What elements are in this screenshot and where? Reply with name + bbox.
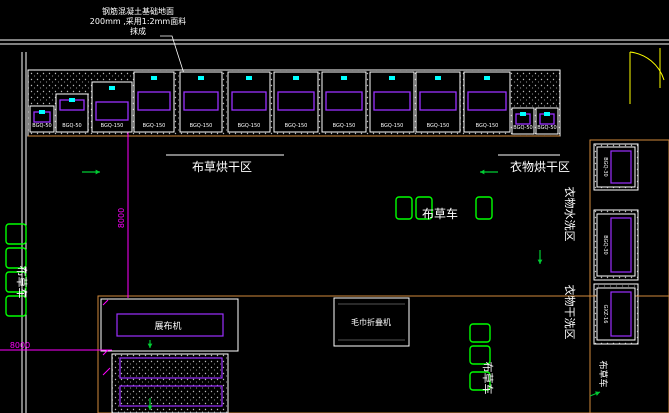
flow-arrow-6 [589, 391, 601, 397]
machine-right-2: BGQ-30 [596, 213, 636, 277]
machine-top-4: BGQ-150 [133, 71, 175, 133]
machine-right-1: BGQ-30 [596, 146, 636, 188]
machine-top-label-7: BGQ-150 [285, 123, 308, 129]
machine-top-9: BGQ-150 [369, 71, 415, 133]
machine-top-label-4: BGQ-150 [143, 123, 166, 129]
annotation-line-3: 抹成 [130, 26, 146, 36]
machine-top-12: BGQ-50 [511, 107, 535, 135]
annotation-line-2: 200mm ,采用1:2mm面料 [90, 16, 186, 26]
annotation-leader [160, 35, 187, 81]
machine-top-label-10: BGQ-150 [427, 123, 450, 129]
machine-top-label-2: BGQ-50 [62, 123, 81, 129]
cart-7 [5, 295, 27, 317]
building-walls [0, 39, 669, 413]
machine-top-1: BGQ-50 [29, 105, 55, 133]
machine-top-label-12: BGQ-50 [513, 125, 532, 131]
flow-arrow-1 [82, 169, 100, 175]
machine-top-7: BGQ-150 [273, 71, 319, 133]
machine-top-label-11: BGQ-150 [476, 123, 499, 129]
machine-top-11: BGQ-150 [463, 71, 511, 133]
machine-right-3: GXZ-16 [596, 287, 636, 341]
annotation-note: 钢筋混凝土基础地面 200mm ,采用1:2mm面料 抹成 [90, 6, 186, 36]
label-spreader: 展布机 [154, 320, 181, 332]
machine-right-label-1: BGQ-30 [602, 157, 608, 176]
label-cloth-cart: 布草车 [422, 206, 458, 221]
machine-top-label-9: BGQ-150 [381, 123, 404, 129]
label-clothes-drying-zone: 衣物烘干区 [510, 159, 570, 174]
dimension-label-vertical: 8000 [117, 208, 126, 228]
machine-right-label-2: BGQ-30 [602, 235, 608, 254]
lower-left-room [97, 295, 669, 413]
machine-top-8: BGQ-150 [321, 71, 367, 133]
machine-right-label-3: GXZ-16 [602, 305, 608, 324]
top-machine-row: BGQ-50 BGQ-50 BGQ-150 BGQ-150 BGQ-150 BGQ-150… [29, 71, 559, 135]
machine-top-label-13: BGQ-50 [537, 125, 556, 131]
flow-arrow-4 [147, 340, 153, 348]
machine-top-3: BGQ-150 [91, 81, 133, 133]
machine-top-label-1: BGQ-50 [32, 123, 51, 129]
label-bottom-right: 布草车 [597, 360, 609, 387]
cart-9 [469, 345, 491, 365]
label-clothes-washing-zone: 衣物水洗区 [563, 187, 577, 242]
cart-6 [5, 271, 27, 293]
cart-group [5, 196, 493, 391]
door-symbols [629, 48, 665, 104]
flow-arrows [82, 169, 601, 410]
label-cloth-drying-zone: 布草烘干区 [192, 160, 252, 174]
machine-top-13: BGQ-50 [535, 107, 559, 135]
label-cart-left: 布草车 [15, 266, 29, 299]
annotation-line-1: 钢筋混凝土基础地面 [102, 6, 174, 16]
cart-5 [5, 247, 27, 269]
cart-4 [5, 223, 27, 245]
flow-arrow-3 [480, 169, 498, 175]
cart-8 [469, 323, 491, 343]
machine-top-label-5: BGQ-150 [190, 123, 213, 129]
cart-10 [469, 371, 491, 391]
label-clothes-dry-cleaning-zone: 衣物干洗区 [563, 285, 577, 340]
dimension-lines [0, 120, 129, 376]
machine-top-label-6: BGQ-150 [238, 123, 261, 129]
cart-3 [475, 196, 493, 220]
dimension-label-horizontal: 8000 [10, 341, 30, 350]
machine-top-2: BGQ-50 [55, 93, 89, 133]
machine-top-6: BGQ-150 [227, 71, 271, 133]
machine-top-label-3: BGQ-150 [101, 123, 124, 129]
cart-1 [395, 196, 413, 220]
machine-top-label-8: BGQ-150 [333, 123, 356, 129]
machine-top-10: BGQ-150 [415, 71, 461, 133]
cart-2 [415, 196, 433, 220]
flow-arrow-5 [147, 398, 153, 410]
label-cart-right: 布草车 [481, 362, 495, 395]
machine-top-5: BGQ-150 [179, 71, 223, 133]
flow-arrow-2 [537, 250, 543, 264]
label-towel-folder: 毛巾折叠机 [351, 317, 391, 327]
